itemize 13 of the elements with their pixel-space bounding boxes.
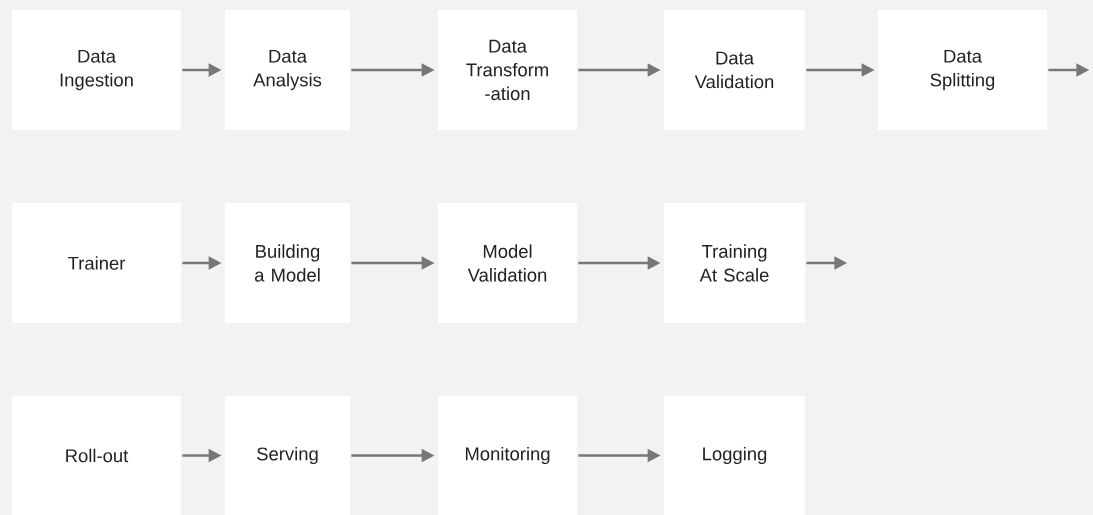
process-box: Data Validation xyxy=(664,10,805,130)
process-box: Monitoring xyxy=(438,396,577,515)
process-box: Serving xyxy=(225,396,350,515)
process-box: Data Analysis xyxy=(225,10,350,130)
process-box: Building a Model xyxy=(225,203,350,323)
process-box: Data Ingestion xyxy=(12,10,181,130)
process-box: Training At Scale xyxy=(664,203,805,323)
process-box: Data Splitting xyxy=(878,10,1047,130)
process-box: Model Validation xyxy=(438,203,577,323)
process-box: Roll-out xyxy=(12,396,181,515)
process-box: Logging xyxy=(664,396,805,515)
process-box: Trainer xyxy=(12,203,181,323)
process-box: Data Transform -ation xyxy=(438,10,577,130)
